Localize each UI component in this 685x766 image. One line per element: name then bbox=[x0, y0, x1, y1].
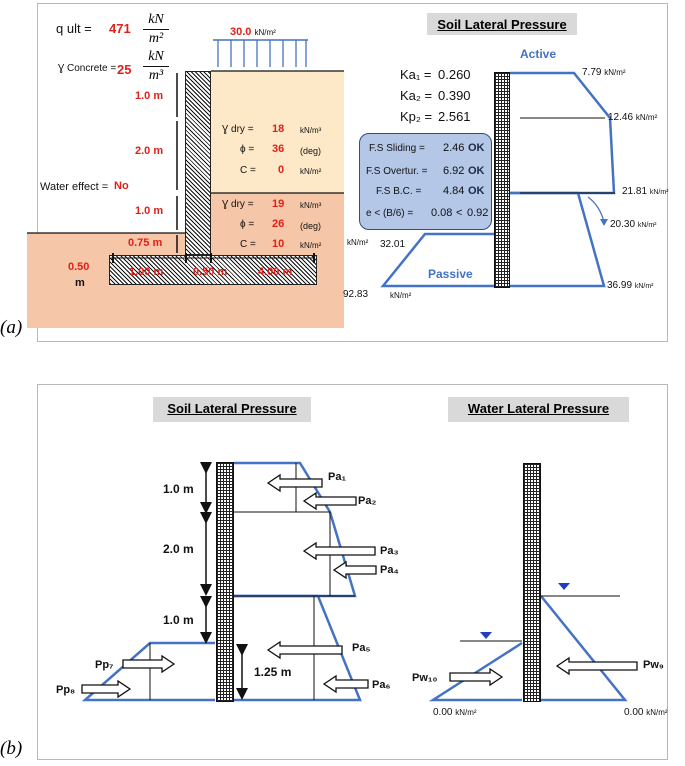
ka1-label: Ka₁ = bbox=[400, 67, 432, 82]
qult-label: q ult = bbox=[56, 21, 92, 36]
height-1: 1.0 m bbox=[135, 90, 164, 102]
layer1-gamma: 18 bbox=[272, 123, 285, 135]
gamma-concrete-value: 25 bbox=[117, 62, 132, 77]
base-thickness: 0.50 bbox=[68, 261, 90, 273]
check-overturning-status: OK bbox=[468, 165, 485, 177]
ka2-value: 0.390 bbox=[438, 88, 471, 103]
force-pw9: Pw₉ bbox=[643, 659, 664, 671]
kp2-value: 2.561 bbox=[438, 109, 471, 124]
layer2-gamma-label: Ɣ dry = bbox=[222, 199, 254, 210]
pressure-pp-bottom-unit: kN/m² bbox=[390, 291, 412, 300]
qult-value: 471 bbox=[109, 21, 131, 36]
force-pp7: Pp₇ bbox=[95, 659, 114, 671]
toe-width: 1.00 m bbox=[129, 266, 164, 278]
force-pw10: Pw₁₀ bbox=[412, 672, 438, 684]
wall-stem bbox=[185, 71, 211, 255]
pressure-p2: 12.46 kN/m² bbox=[608, 112, 658, 123]
surcharge-value: 30.0 kN/m² bbox=[230, 26, 276, 38]
eccentricity-label: e < (B/6) = bbox=[366, 208, 414, 219]
check-bearing-value: 4.84 bbox=[443, 185, 465, 197]
ka2-label: Ka₂ = bbox=[400, 88, 433, 103]
soil-lateral-pressure-title-a: Soil Lateral Pressure bbox=[427, 13, 577, 35]
active-label: Active bbox=[520, 47, 557, 61]
kp2-label: Kp₂ = bbox=[400, 109, 433, 124]
layer2-phi: 26 bbox=[272, 218, 285, 230]
layer2-gamma: 19 bbox=[272, 198, 285, 210]
force-pa3: Pa₃ bbox=[380, 545, 399, 557]
stem-width: 0.50 m bbox=[193, 266, 228, 278]
wall-base bbox=[109, 255, 317, 285]
force-pa4: Pa₄ bbox=[380, 564, 399, 576]
heel-width: 4.00 m bbox=[258, 266, 293, 278]
eccentricity-value: 0.08 bbox=[431, 207, 453, 219]
check-sliding-label: F.S Sliding = bbox=[369, 143, 425, 154]
backfill-layer-1 bbox=[211, 71, 344, 193]
pressure-p4: 20.30 kN/m² bbox=[610, 219, 657, 230]
b-height-3: 1.0 m bbox=[163, 613, 194, 627]
check-overturning-label: F.S Overtur. = bbox=[366, 166, 428, 177]
caption-a: (a) bbox=[0, 317, 23, 338]
b-height-2: 2.0 m bbox=[163, 542, 194, 556]
pressure-pp-bottom: 92.83 bbox=[343, 289, 369, 300]
layer1-phi-unit: (deg) bbox=[300, 146, 322, 156]
wall-stem-mesh-water bbox=[523, 463, 541, 702]
eccentricity-limit: 0.92 bbox=[467, 207, 489, 219]
b-height-1: 1.0 m bbox=[163, 482, 194, 496]
layer1-c-label: C = bbox=[240, 165, 256, 176]
check-sliding-value: 2.46 bbox=[443, 142, 465, 154]
check-bearing-label: F.S B.C. = bbox=[376, 186, 422, 197]
force-pa2: Pa₂ bbox=[358, 495, 377, 507]
water-pressure-left: 0.00 kN/m² bbox=[433, 707, 477, 718]
layer2-c-unit: kN/m² bbox=[300, 241, 322, 250]
soil-lateral-pressure-title-b: Soil Lateral Pressure bbox=[153, 397, 311, 422]
safety-checks-box bbox=[359, 133, 492, 230]
pressure-p5: 36.99 kN/m² bbox=[607, 280, 654, 291]
height-2: 2.0 m bbox=[135, 145, 164, 157]
layer2-gamma-unit: kN/m³ bbox=[300, 201, 322, 210]
layer2-c: 10 bbox=[272, 238, 285, 250]
layer2-phi-label: ϕ = bbox=[240, 219, 255, 230]
layer1-gamma-unit: kN/m³ bbox=[300, 126, 322, 135]
passive-label: Passive bbox=[428, 267, 473, 281]
check-bearing-status: OK bbox=[468, 185, 485, 197]
pressure-pp-top-unit: kN/m² bbox=[347, 238, 369, 247]
pressure-p1: 7.79 kN/m² bbox=[582, 67, 626, 78]
layer1-gamma-label: Ɣ dry = bbox=[222, 124, 254, 135]
water-effect-label: Water effect = bbox=[40, 181, 109, 193]
pressure-p3: 21.81 kN/m² bbox=[622, 186, 669, 197]
force-pa6: Pa₆ bbox=[372, 679, 391, 691]
base-thickness-unit: m bbox=[75, 277, 85, 289]
height-4: 0.75 m bbox=[128, 237, 163, 249]
b-height-4: 1.25 m bbox=[254, 665, 292, 679]
pressure-pp-top: 32.01 bbox=[380, 239, 406, 250]
wall-stem-mesh-b bbox=[216, 462, 234, 702]
caption-b: (b) bbox=[0, 738, 23, 759]
layer1-phi: 36 bbox=[272, 143, 285, 155]
eccentricity-op: < bbox=[456, 207, 463, 219]
check-overturning-value: 6.92 bbox=[443, 165, 465, 177]
water-pressure-right: 0.00 kN/m² bbox=[624, 707, 668, 718]
water-effect-value: No bbox=[114, 180, 129, 192]
height-3: 1.0 m bbox=[135, 205, 164, 217]
force-pa5: Pa₅ bbox=[352, 642, 371, 654]
layer1-phi-label: ϕ = bbox=[240, 144, 255, 155]
layer1-c-unit: kN/m² bbox=[300, 167, 322, 176]
layer1-c: 0 bbox=[278, 164, 285, 176]
water-lateral-pressure-title: Water Lateral Pressure bbox=[448, 397, 629, 422]
ka1-value: 0.260 bbox=[438, 67, 471, 82]
check-sliding-status: OK bbox=[468, 142, 485, 154]
layer2-phi-unit: (deg) bbox=[300, 221, 322, 231]
gamma-concrete-label: Ɣ Concrete = bbox=[58, 63, 117, 74]
force-pa1: Pa₁ bbox=[328, 471, 347, 483]
wall-stem-mesh-a bbox=[494, 72, 510, 288]
force-pp8: Pp₈ bbox=[56, 684, 76, 696]
layer2-c-label: C = bbox=[240, 239, 256, 250]
